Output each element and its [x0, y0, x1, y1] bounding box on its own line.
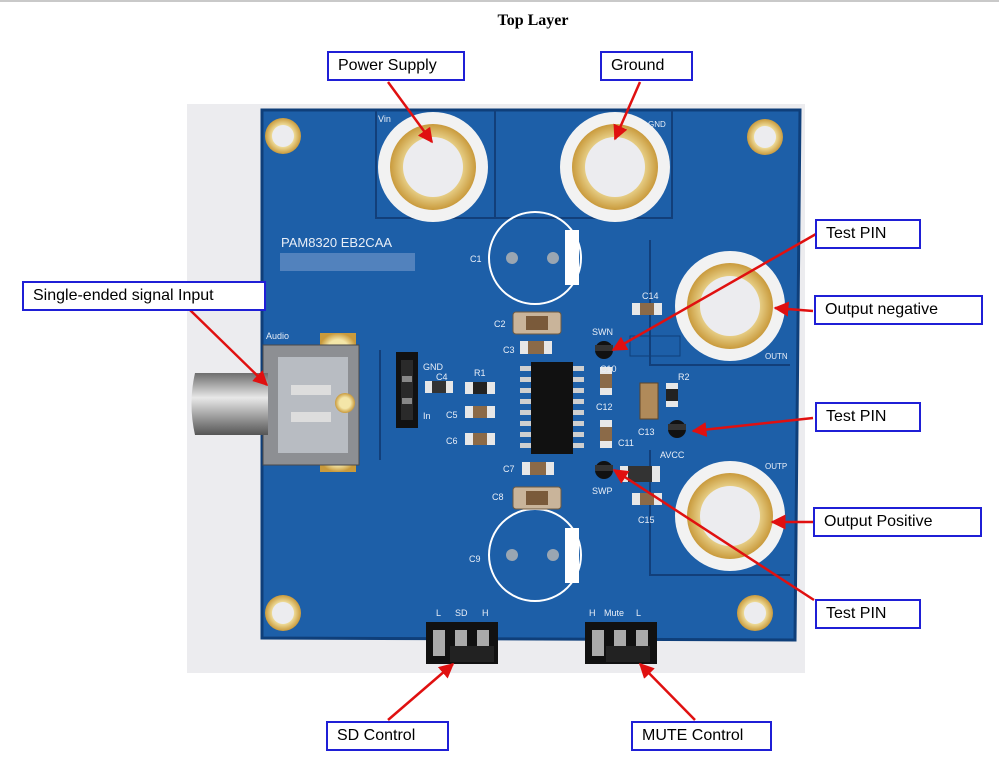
arrow-power-supply: [386, 81, 434, 144]
test-pin-swn-callout: Test PIN: [815, 219, 921, 249]
arrow-signal-input: [189, 309, 269, 387]
test-point-r2: [668, 420, 686, 438]
arrow-sd-control: [387, 663, 455, 721]
c10-label: C10: [600, 364, 617, 374]
c4-label: C4: [436, 372, 448, 382]
sd-low-label: L: [436, 608, 441, 618]
ic-pin: [573, 443, 584, 448]
c1-label: C1: [470, 254, 482, 264]
vin-label: Vin: [378, 114, 391, 124]
ic-pin: [520, 377, 531, 382]
c6-label: C6: [446, 436, 458, 446]
arrow-test-pin-r2: [691, 416, 814, 438]
mute-label: Mute: [604, 608, 624, 618]
c5-label: C5: [446, 410, 458, 420]
amplifier-ic: [520, 362, 584, 454]
copper-regions: [375, 110, 790, 576]
arrow-ground: [613, 81, 642, 141]
r1-label: R1: [474, 368, 486, 378]
jumper-in-label: In: [423, 411, 431, 421]
mute-low-label: L: [636, 608, 641, 618]
top-border-line: [0, 0, 999, 2]
sd-header: [426, 622, 498, 664]
arrow-test-pin-swn: [611, 232, 817, 352]
c11-label: C11: [618, 438, 634, 448]
ic-pin: [573, 366, 584, 371]
ic-pin: [520, 432, 531, 437]
single-ended-input-callout: Single-ended signal Input: [22, 281, 266, 311]
c3-label: C3: [503, 345, 515, 355]
ic-pin: [573, 377, 584, 382]
output-negative-callout: Output negative: [814, 295, 983, 325]
arrow-mute-control: [638, 662, 696, 721]
outn-label: OUTN: [765, 352, 788, 361]
swn-label: SWN: [592, 327, 613, 337]
c7-label: C7: [503, 464, 515, 474]
outp-label: OUTP: [765, 462, 787, 471]
audio-jack: [191, 333, 360, 472]
sd-high-label: H: [482, 608, 489, 618]
obscured-text: [280, 253, 415, 271]
input-jumper: [396, 352, 418, 428]
test-pin-swp-callout: Test PIN: [815, 599, 921, 629]
c9-label: C9: [469, 554, 481, 564]
power-supply-callout: Power Supply: [327, 51, 465, 81]
r2-label: R2: [678, 372, 690, 382]
test-point-swp: [595, 461, 613, 479]
test-pin-r2-callout: Test PIN: [815, 402, 921, 432]
c15-label: C15: [638, 515, 655, 525]
output-positive-callout: Output Positive: [813, 507, 982, 537]
page-title: Top Layer: [497, 12, 569, 29]
sd-control-callout: SD Control: [326, 721, 449, 751]
test-point-swn: [595, 341, 613, 359]
electrolytic-cap-c1: [488, 211, 582, 305]
model-label: PAM8320 EB2CAA: [281, 235, 392, 250]
ic-pin: [520, 388, 531, 393]
mounting-holes: [265, 118, 783, 631]
electrolytic-cap-c9: [488, 508, 582, 602]
ic-pin: [573, 421, 584, 426]
ic-pin: [520, 399, 531, 404]
ground-callout: Ground: [600, 51, 693, 81]
c12-label: C12: [596, 402, 613, 412]
mute-header: [585, 622, 657, 664]
mute-control-callout: MUTE Control: [631, 721, 772, 751]
gnd-pad-label: GND: [648, 120, 666, 129]
ic-pin: [520, 443, 531, 448]
vin-terminal-pad: [378, 112, 488, 222]
smd-components: [425, 303, 681, 510]
c13-label: C13: [638, 427, 655, 437]
arrow-test-pin-swp: [612, 468, 815, 602]
audio-label: Audio: [266, 331, 289, 341]
jumper-gnd-label: GND: [423, 362, 444, 372]
arrow-output-negative: [773, 301, 814, 317]
c14-label: C14: [642, 291, 659, 301]
ic-pin: [573, 399, 584, 404]
avcc-label: AVCC: [660, 450, 685, 460]
outp-terminal-pad: [675, 461, 785, 571]
mute-high-label: H: [589, 608, 596, 618]
ic-pin: [573, 388, 584, 393]
ic-pin: [573, 432, 584, 437]
gnd-terminal-pad: [560, 112, 670, 222]
ic-pin: [520, 421, 531, 426]
sd-label: SD: [455, 608, 468, 618]
swp-label: SWP: [592, 486, 613, 496]
c2-label: C2: [494, 319, 506, 329]
c8-label: C8: [492, 492, 504, 502]
ic-pin: [573, 410, 584, 415]
ic-pin: [520, 410, 531, 415]
ic-pin: [520, 366, 531, 371]
